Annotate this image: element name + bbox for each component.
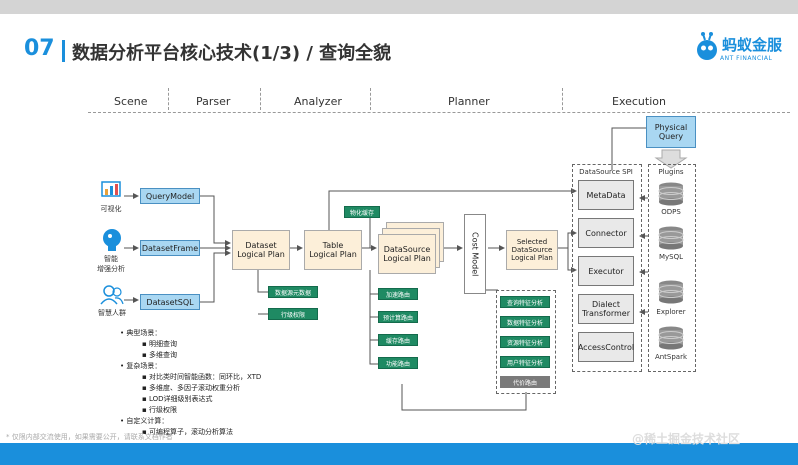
stage-analyzer: Analyzer: [294, 95, 342, 108]
scene-label-smart-analysis: 智能 增强分析: [97, 255, 125, 273]
title-separator: [62, 40, 65, 62]
watermark: @稀土掘金技术社区: [632, 432, 741, 446]
cost-model: Cost Model: [464, 214, 486, 294]
stage-execution: Execution: [612, 95, 666, 108]
route-cache: 缓存路由: [378, 334, 418, 346]
stage-scene: Scene: [114, 95, 148, 108]
brand-name: 蚂蚁金服: [722, 36, 783, 54]
route-acceleration: 加速路由: [378, 288, 418, 300]
stage-divider: [260, 88, 261, 110]
plugin-odps: ODPS: [661, 208, 681, 216]
spi-title: DataSource SPI: [579, 168, 633, 176]
slide-number: 07: [24, 36, 55, 61]
parser-query-model: QueryModel: [140, 188, 200, 204]
analysis-query-feature: 查询特征分析: [500, 296, 550, 308]
table-logical-plan: Table Logical Plan: [304, 230, 362, 270]
analysis-cost-routing: 代价路由: [500, 376, 550, 388]
scene-label-smart-crowd: 智慧人群: [98, 309, 126, 317]
analysis-group: [496, 290, 556, 394]
brain-head-icon: [103, 229, 121, 251]
database-icon: [658, 182, 684, 206]
spi-executor: Executor: [578, 256, 634, 286]
spi-metadata: MetaData: [578, 180, 634, 210]
stage-baseline: [88, 112, 790, 113]
plugin-explorer: Explorer: [656, 308, 686, 316]
analyzer-materialized-cache: 物化缓存: [344, 206, 380, 218]
analysis-resource-feature: 资源特征分析: [500, 336, 550, 348]
route-precompute: 预计算路由: [378, 311, 418, 323]
note-line: ▪ 对比类时间智能函数：同环比，XTD: [142, 373, 262, 381]
plugins-title: Plugins: [658, 168, 684, 176]
note-line: • 典型场景：: [120, 329, 162, 337]
spi-connector: Connector: [578, 218, 634, 248]
stage-divider: [168, 88, 169, 110]
plugin-mysql: MySQL: [658, 253, 684, 261]
database-icon: [658, 326, 684, 350]
users-icon: [100, 285, 124, 305]
ant-logo-icon: [697, 32, 717, 60]
database-icon: [658, 226, 684, 250]
spi-dialect-transformer: Dialect Transformer: [578, 294, 634, 324]
note-line: ▪ LOD详细级别表达式: [142, 395, 213, 403]
analyzer-datasource-metadata: 数据源元数据: [268, 286, 318, 298]
analysis-data-feature: 数据特征分析: [500, 316, 550, 328]
scene-label-visualization: 可视化: [100, 205, 122, 213]
datasource-logical-plan: DataSource Logical Plan: [378, 234, 436, 274]
datasource-spi-group: [572, 164, 642, 372]
analysis-user-feature: 用户特征分析: [500, 356, 550, 368]
stage-divider: [370, 88, 371, 110]
scenario-notes: • 典型场景： ▪ 明细查询 ▪ 多维查询 • 复杂场景： ▪ 对比类时间智能函…: [120, 328, 261, 438]
selected-datasource-plan: Selected DataSource Logical Plan: [506, 230, 558, 270]
note-line: ▪ 多维查询: [142, 351, 177, 359]
chart-icon: [101, 181, 121, 197]
plugins-group: [648, 164, 696, 372]
plugin-antspark: AntSpark: [654, 353, 688, 361]
note-line: ▪ 可编程算子，滚动分析算法: [142, 428, 233, 436]
note-line: ▪ 行级权限: [142, 406, 177, 414]
stage-planner: Planner: [448, 95, 490, 108]
stage-divider: [562, 88, 563, 110]
stage-parser: Parser: [196, 95, 231, 108]
dataset-logical-plan: Dataset Logical Plan: [232, 230, 290, 270]
database-icon: [658, 280, 684, 304]
route-function: 功能路由: [378, 357, 418, 369]
brand-name-en: ANT FINANCIAL: [720, 55, 773, 62]
parser-dataset-sql: DatasetSQL: [140, 294, 200, 310]
spi-access-control: AccessControl: [578, 332, 634, 362]
top-bar: [0, 0, 798, 14]
analyzer-row-permission: 行级权限: [268, 308, 318, 320]
parser-dataset-frame: DatasetFrame: [140, 240, 200, 256]
note-line: • 自定义计算：: [120, 417, 169, 425]
note-line: • 复杂场景：: [120, 362, 162, 370]
note-line: ▪ 多维度、多因子滚动权重分析: [142, 384, 240, 392]
slide-title: 数据分析平台核心技术(1/3) / 查询全貌: [72, 43, 392, 64]
bottom-bar: [0, 443, 798, 465]
footer-note: * 仅限内部交流使用，如果需要公开，请联系文档作者: [6, 433, 173, 441]
physical-query: Physical Query: [646, 116, 696, 148]
note-line: ▪ 明细查询: [142, 340, 177, 348]
